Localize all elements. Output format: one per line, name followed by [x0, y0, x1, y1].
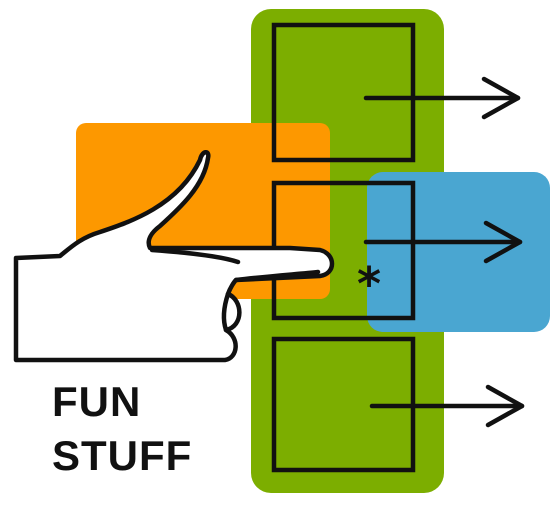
blue-panel	[367, 172, 550, 332]
caption-line-1: FUN	[52, 378, 142, 425]
arrowhead-icon	[481, 76, 521, 120]
caption-line-2: STUFF	[52, 432, 193, 479]
pointer-marker: *	[357, 257, 381, 311]
finger-line	[233, 269, 321, 283]
arrow-group-bottom	[369, 384, 525, 428]
arrow-group-top	[363, 76, 521, 120]
pointing-hand-icon	[13, 150, 335, 363]
finger-line	[149, 247, 241, 265]
arrowhead-icon	[483, 220, 523, 264]
slot-box-top	[271, 22, 416, 163]
arrow-group-middle	[363, 220, 523, 264]
knuckle-line	[221, 291, 231, 333]
arrowhead-icon	[485, 384, 525, 428]
